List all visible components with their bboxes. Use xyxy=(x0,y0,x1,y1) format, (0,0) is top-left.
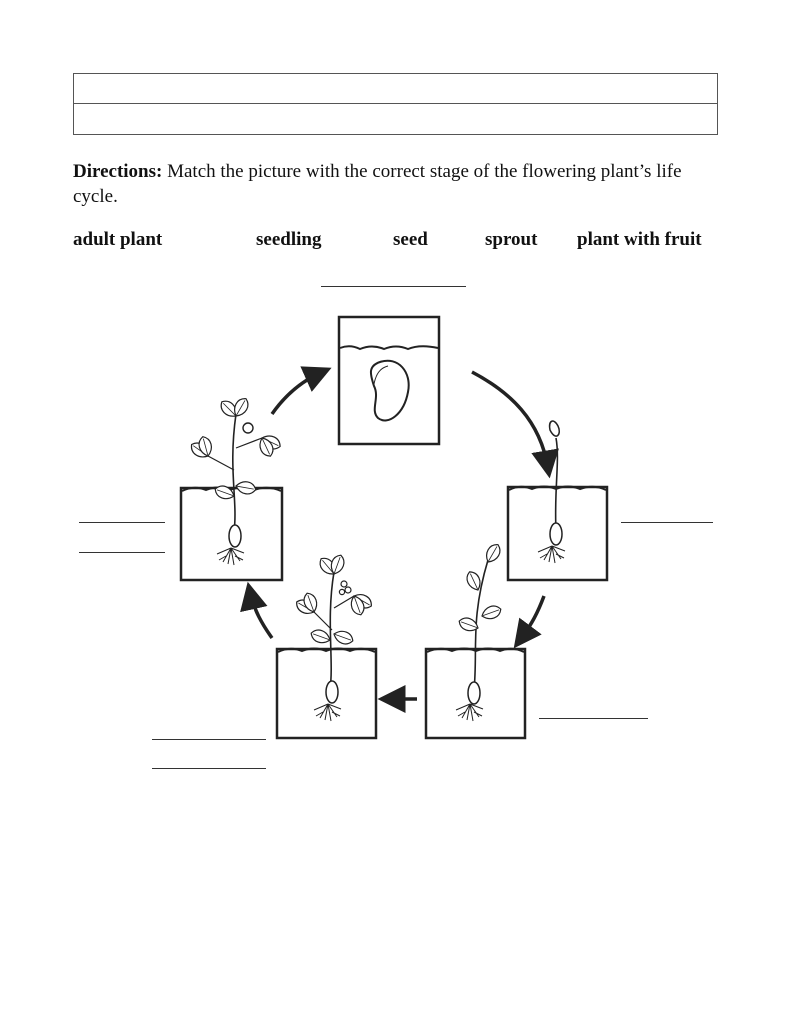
answer-blank-small-plant-line-2[interactable] xyxy=(152,768,266,769)
directions-label: Directions: xyxy=(73,161,163,182)
stage-picture-tall-plant-with-fruit xyxy=(179,395,284,582)
word-bank-sprout: sprout xyxy=(485,229,538,250)
stage-picture-seed xyxy=(337,315,441,446)
stage-picture-small-plant-with-flowers xyxy=(275,552,378,740)
answer-blank-tall-plant-line-2[interactable] xyxy=(79,552,165,553)
answer-blank-tall-plant-line-1[interactable] xyxy=(79,522,165,523)
answer-blank-young-plant-stage[interactable] xyxy=(539,718,648,719)
directions-body: Match the picture with the correct stage… xyxy=(73,161,682,207)
cycle-arrow-to-young-plant xyxy=(513,595,546,649)
directions-text: Directions: Match the picture with the c… xyxy=(73,159,723,209)
word-bank-plant-with-fruit: plant with fruit xyxy=(577,229,702,250)
cycle-arrow-to-tall-plant xyxy=(240,581,274,640)
stage-picture-sprouting-seed xyxy=(506,420,609,582)
cycle-arrow-to-seed xyxy=(270,366,332,416)
stage-picture-young-plant xyxy=(424,541,527,740)
word-bank-seed: seed xyxy=(393,229,428,250)
word-bank-seedling: seedling xyxy=(256,229,322,250)
answer-blank-seed-stage[interactable] xyxy=(321,286,466,287)
header-row-1[interactable] xyxy=(74,74,717,104)
cycle-arrow-to-sprout xyxy=(471,370,559,479)
header-table xyxy=(73,73,718,135)
answer-blank-sprout-stage[interactable] xyxy=(621,522,713,523)
word-bank-adult-plant: adult plant xyxy=(73,229,163,250)
answer-blank-small-plant-line-1[interactable] xyxy=(152,739,266,740)
